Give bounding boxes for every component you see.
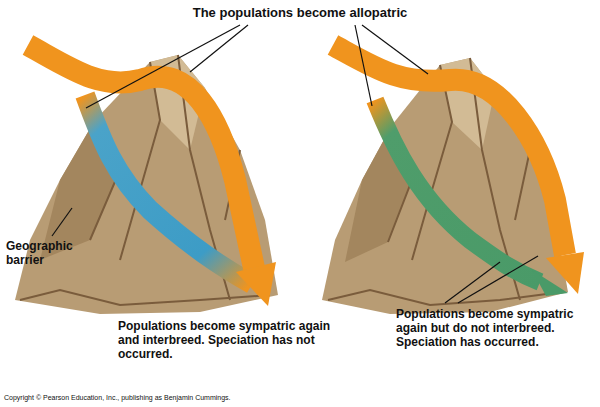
population-arrow [333,45,584,296]
population-arrow [28,45,276,306]
leader-line [52,25,538,303]
outcome-note: Populations become sympatric again and i… [118,320,338,361]
callout-label: The populations become allopatric [170,6,430,21]
barrier-label: Geographic barrier [6,240,90,268]
outcome-note: Populations become sympatric again but d… [396,308,596,349]
copyright-watermark: Copyright © Pearson Education, Inc., pub… [4,394,231,402]
mountain [322,58,568,314]
